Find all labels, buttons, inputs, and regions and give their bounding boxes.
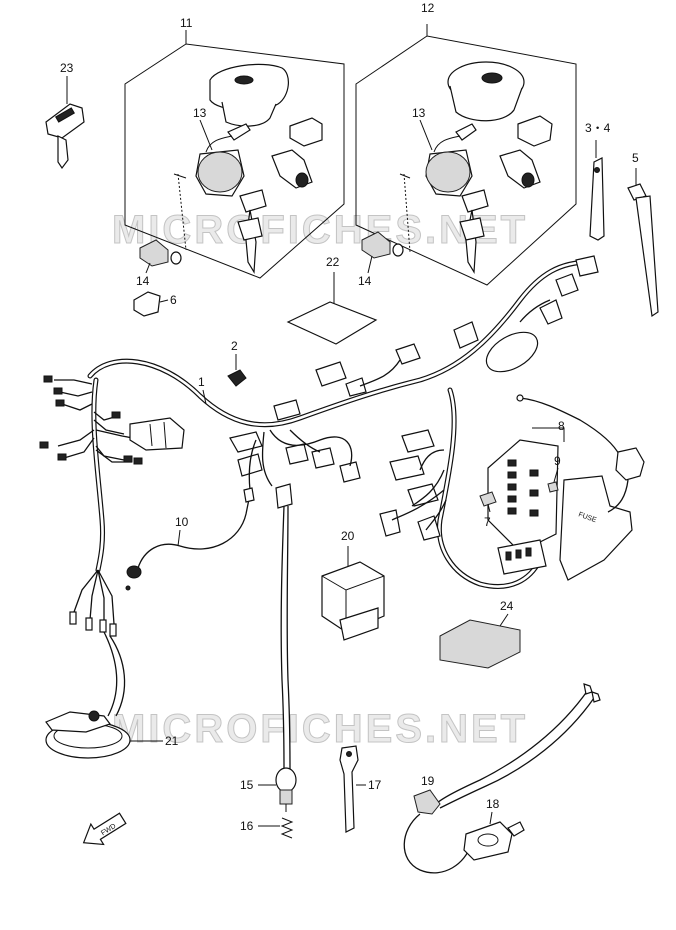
fuse-box-8: FUSE [479,394,645,581]
callout-13-right: 13 [412,106,426,120]
sheet-24 [439,613,521,669]
callout-15: 15 [240,778,254,792]
callout-17: 17 [368,778,382,792]
ignition-set-box-12 [355,24,577,286]
ignition-set-box-11 [124,30,345,279]
callout-24: 24 [500,599,514,613]
relay-20 [321,546,385,641]
callout-3-4: 3・4 [585,121,611,135]
wiring-harness-1 [39,255,599,637]
callout-14-left: 14 [136,274,150,288]
callout-12: 12 [421,1,435,15]
callout-7: 10 [175,515,189,529]
sensor-cable-18-19 [403,683,601,874]
watermark-bottom: MICROFICHES.NET [112,707,528,751]
bracket-3-4 [589,140,605,241]
spring-16 [280,817,294,839]
callout-22: 22 [326,255,340,269]
switch-cable-15 [275,483,297,812]
horn-21 [45,631,131,759]
sheet-22 [286,272,378,345]
connector-2 [227,354,247,387]
callout-6: 6 [170,293,177,307]
key-23 [45,103,85,170]
callout-5: 5 [632,151,639,165]
callout-8: 8 [558,419,565,433]
bracket-17 [339,745,359,833]
callout-1: 1 [198,375,205,389]
callout-19: 19 [421,774,435,788]
callout-20: 20 [341,529,355,543]
callout-14-right: 14 [358,274,372,288]
cable-tie-5 [627,168,659,318]
callout-11: 11 [180,16,193,30]
callout-2: 2 [231,339,238,353]
callout-18: 18 [486,797,500,811]
watermark-top: MICROFICHES.NET [112,208,528,252]
callout-16: 16 [240,819,254,833]
clamp-6 [133,291,161,317]
callout-23: 23 [60,61,74,75]
callout-10: 7 [484,515,491,529]
forward-arrow-icon: FWD [82,812,127,846]
callout-13-left: 13 [193,106,207,120]
callout-9: 9 [554,454,561,468]
callout-21: 21 [165,734,179,748]
